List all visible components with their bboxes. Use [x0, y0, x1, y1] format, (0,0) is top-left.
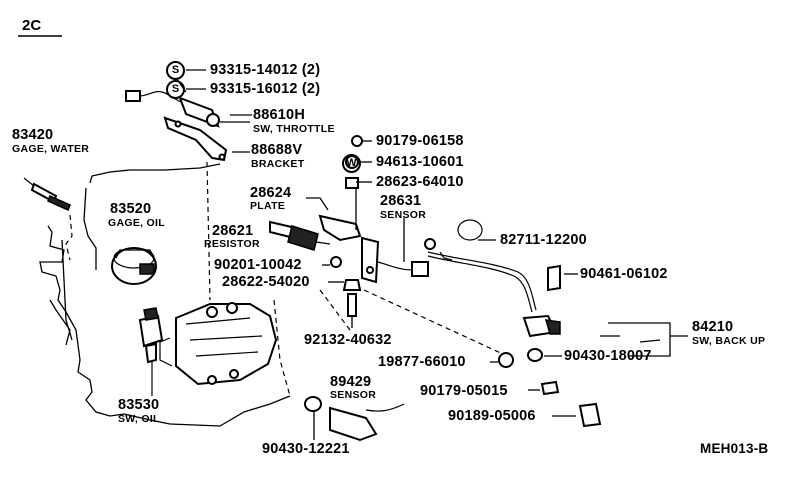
leader-resistor-to-switch: [319, 289, 351, 331]
oil-gage-part: [111, 247, 157, 285]
part-90189-05006-label: 90189-05006: [448, 408, 536, 424]
part-28621-name: RESISTOR: [204, 238, 260, 250]
part-82711-12200-label: 82711-12200: [500, 232, 587, 248]
part-28624-name: PLATE: [250, 200, 286, 212]
part-90461-06102-label: 90461-06102: [580, 266, 668, 282]
part-93315-14012-label: 93315-14012 (2): [210, 62, 321, 78]
part-28621-number: 28621: [212, 223, 254, 239]
part-28624-number: 28624: [250, 185, 292, 201]
figure-code: MEH013-B: [700, 441, 769, 456]
part-89429-number: 89429: [330, 374, 372, 390]
symbol-s-badge: S: [166, 80, 185, 99]
symbol-s-badge: S: [166, 61, 185, 80]
part-92132-40632-label: 92132-40632: [304, 332, 392, 348]
part-88610h-name: SW, THROTTLE: [253, 123, 335, 135]
part-89429-name: SENSOR: [330, 389, 377, 401]
plate-and-sensor-parts: [318, 214, 561, 313]
part-28623-64010-label: 28623-64010: [376, 174, 464, 190]
resistor-part: [269, 220, 331, 251]
oil-switch-part: [138, 307, 164, 396]
part-88688v-name: BRACKET: [251, 158, 305, 170]
part-19877-66010-label: 19877-66010: [378, 354, 466, 370]
part-90430-18007-label: 90430-18007: [564, 348, 652, 364]
symbol-w-badge: W: [342, 154, 361, 173]
part-94613-10601-label: 94613-10601: [376, 154, 464, 170]
part-28622-54020-label: 28622-54020: [222, 274, 310, 290]
part-83520-name: GAGE, OIL: [108, 217, 165, 229]
part-83520-number: 83520: [110, 201, 152, 217]
part-90201-10042-label: 90201-10042: [214, 257, 302, 273]
backup-switch-part: [522, 314, 561, 338]
part-83420-name: GAGE, WATER: [12, 143, 90, 155]
part-83420-number: 83420: [12, 127, 54, 143]
part-84210-name: SW, BACK UP: [692, 335, 766, 347]
part-93315-16012-label: 93315-16012 (2): [210, 81, 321, 97]
part-90430-12221-label: 90430-12221: [262, 441, 350, 457]
water-gage-part: [23, 177, 71, 212]
part-83530-name: SW, OIL: [118, 413, 160, 425]
bottom-small-parts: [304, 348, 602, 442]
part-90179-05015-label: 90179-05015: [420, 383, 508, 399]
leader-sensor-to-block: [363, 289, 506, 356]
engine-block-outline: [39, 163, 291, 427]
part-90179-06158-label: 90179-06158: [376, 133, 464, 149]
part-84210-number: 84210: [692, 319, 734, 335]
part-88610h-number: 88610H: [253, 107, 305, 123]
section-label: 2C: [22, 17, 42, 34]
leader-throttle-to-block: [206, 161, 211, 301]
injection-pump-part: [159, 302, 278, 386]
part-28631-name: SENSOR: [380, 209, 427, 221]
throttle-switch-assembly: [125, 90, 250, 162]
part-28631-number: 28631: [380, 193, 422, 209]
part-88688v-number: 88688V: [251, 142, 303, 158]
part-83530-number: 83530: [118, 397, 160, 413]
